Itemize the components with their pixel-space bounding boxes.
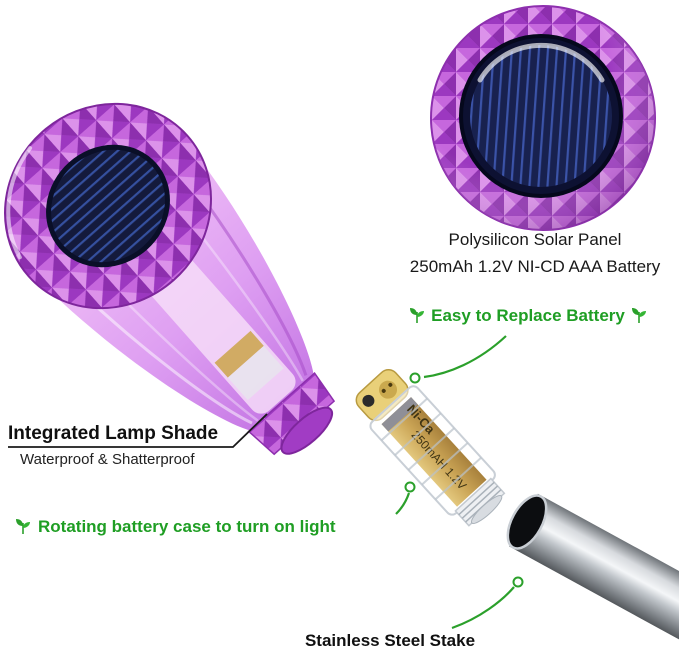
lamp-solar-panel [46, 144, 170, 268]
steel-stake [506, 493, 679, 665]
callout-lines [8, 335, 524, 630]
rotating-case-callout-line [395, 492, 411, 515]
rotating-battery-case-text: Rotating battery case to turn on light [38, 517, 336, 536]
waterproof-subtitle: Waterproof & Shatterproof [20, 451, 195, 468]
caption-line-2: 250mAh 1.2V NI-CD AAA Battery [409, 257, 661, 276]
sprout-leaf-icon [16, 519, 30, 534]
aaa-battery [381, 397, 487, 507]
stake-callout-line [451, 586, 515, 630]
callout-dot [409, 372, 421, 384]
panel-highlight [477, 42, 605, 83]
stainless-steel-stake-label: Stainless Steel Stake [304, 631, 476, 650]
solar-light-head [4, 102, 336, 456]
rotating-battery-case-label: Rotating battery case to turn on light [14, 517, 336, 537]
easy-replace-battery-label: Easy to Replace Battery [392, 306, 664, 326]
easy-replace-callout-line [423, 335, 507, 379]
callout-dot [512, 576, 524, 588]
lamp-shade-callout-line [8, 413, 268, 448]
inner-battery-band [214, 330, 264, 378]
sprout-leaf-icon [631, 308, 646, 323]
caption-line-1: Polysilicon Solar Panel [448, 230, 622, 249]
callout-dot [404, 481, 416, 493]
solar-panel-caption: Polysilicon Solar Panel 250mAh 1.2V NI-C… [394, 226, 676, 280]
stake-opening [506, 494, 548, 550]
battery-case: Ni-Ca 250mAH 1.2V [355, 369, 506, 527]
led-dot [362, 394, 375, 407]
integrated-lamp-shade-label: Integrated Lamp Shade [8, 423, 219, 444]
sprout-leaf-icon [410, 308, 425, 323]
solar-panel-cell [470, 45, 612, 187]
solar-panel-top-view [430, 5, 656, 243]
easy-replace-battery-text: Easy to Replace Battery [431, 306, 625, 325]
battery-case-collar [247, 371, 336, 456]
